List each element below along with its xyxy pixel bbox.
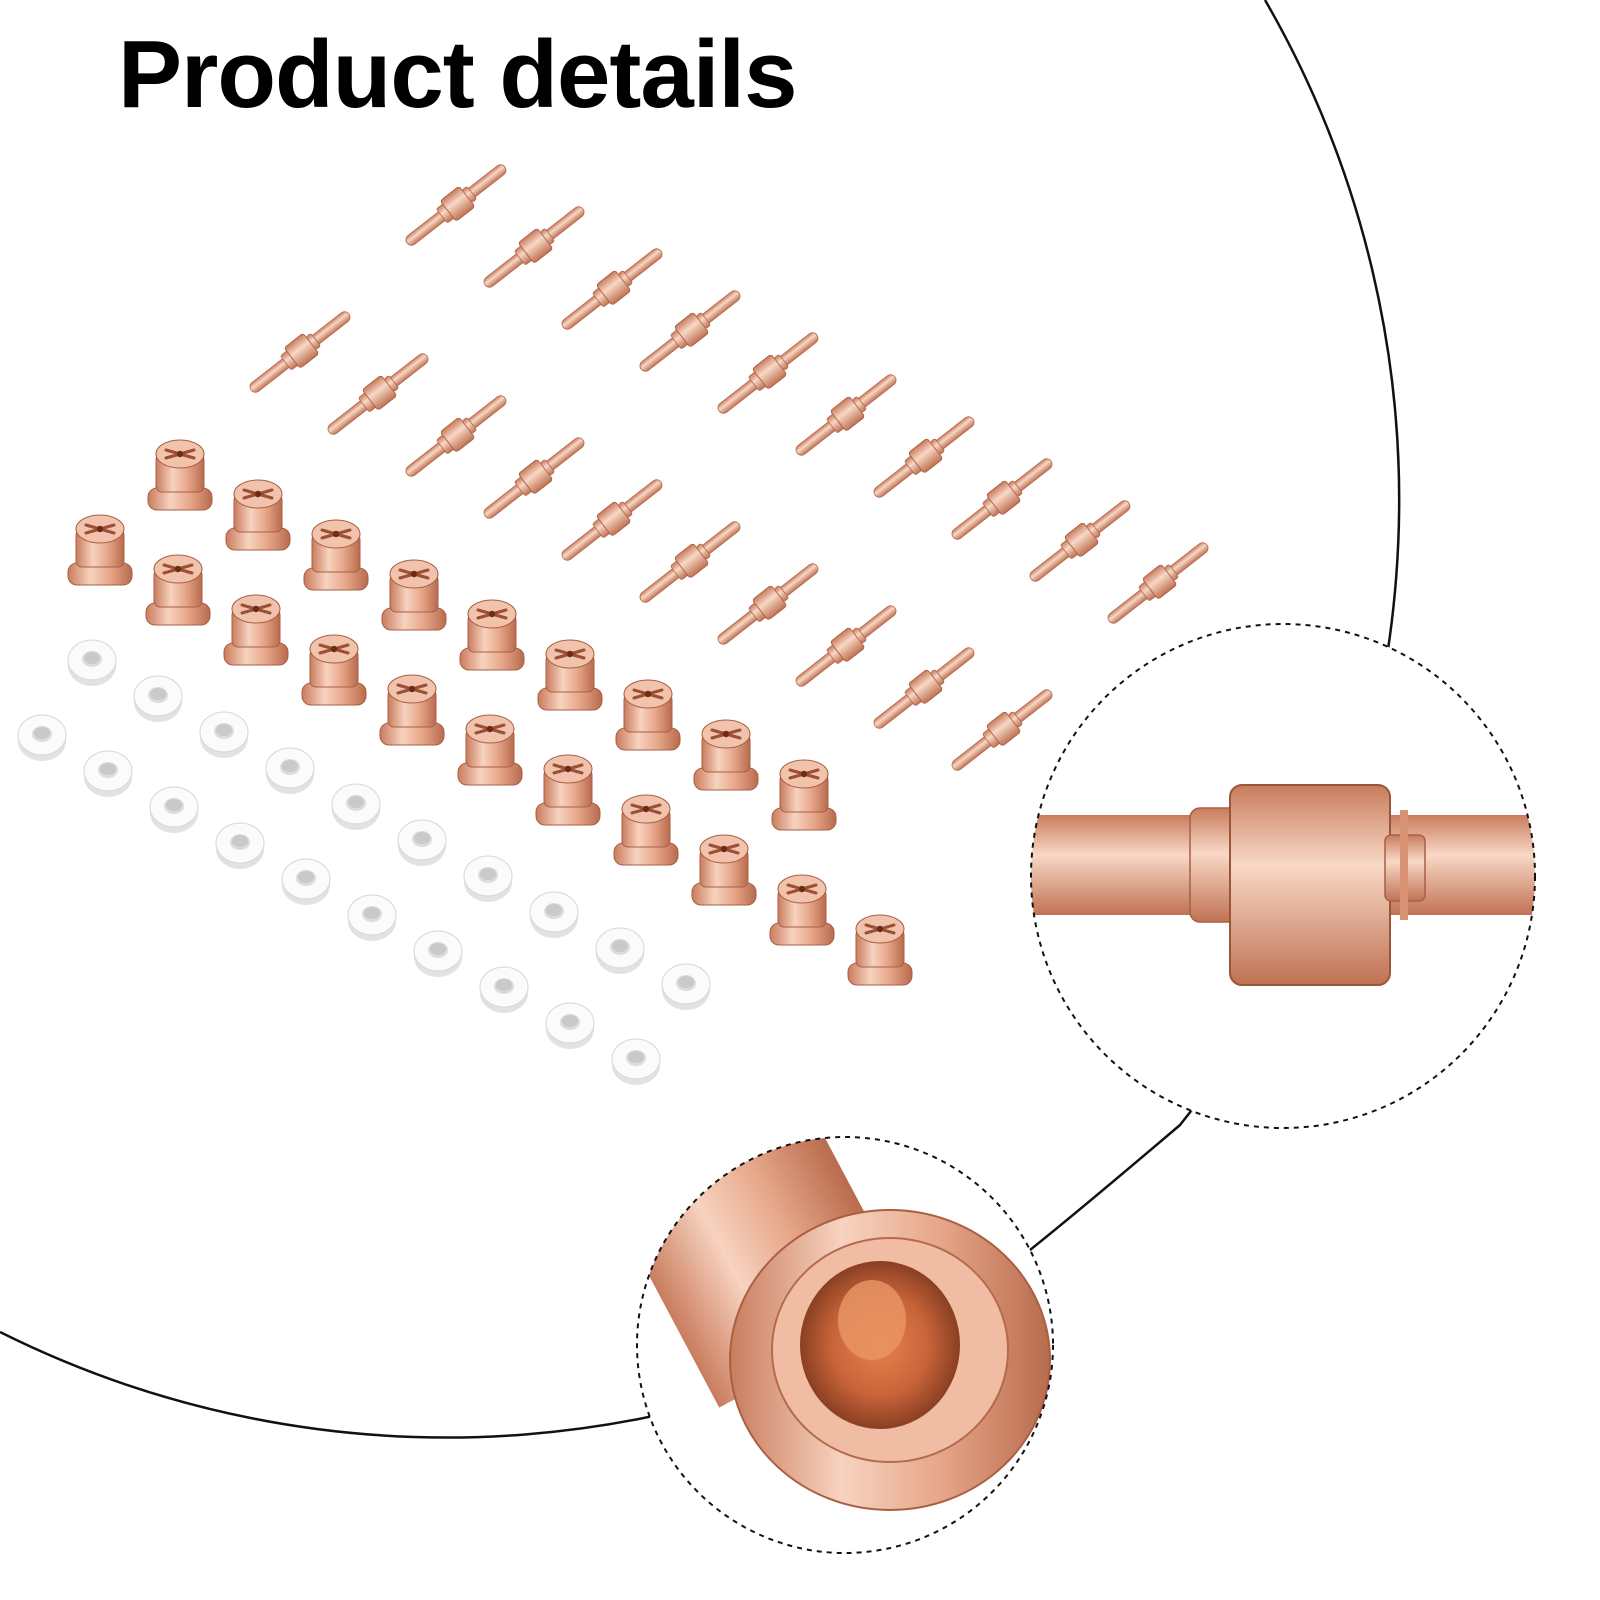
ceramic-ring bbox=[595, 927, 645, 975]
electrode bbox=[1100, 534, 1216, 632]
ceramic-ring bbox=[479, 966, 529, 1014]
ceramic-ring bbox=[67, 639, 117, 687]
zoom-callout-nozzle bbox=[636, 1136, 1054, 1554]
ceramic-ring bbox=[529, 891, 579, 939]
nozzle-tip bbox=[144, 553, 212, 627]
nozzle-tip bbox=[146, 438, 214, 512]
ceramic-ring bbox=[133, 675, 183, 723]
nozzle-tip bbox=[768, 873, 836, 947]
electrode bbox=[398, 156, 514, 254]
electrode bbox=[1022, 492, 1138, 590]
nozzle-tip bbox=[66, 513, 134, 587]
electrode bbox=[632, 513, 748, 611]
electrode bbox=[476, 429, 592, 527]
nozzle-tip bbox=[458, 598, 526, 672]
electrode bbox=[632, 282, 748, 380]
electrode bbox=[788, 366, 904, 464]
nozzle-tip bbox=[378, 673, 446, 747]
electrode bbox=[866, 408, 982, 506]
nozzle-tip bbox=[300, 633, 368, 707]
electrode bbox=[710, 324, 826, 422]
ceramic-ring bbox=[17, 714, 67, 762]
nozzle-tip bbox=[536, 638, 604, 712]
ceramic-ring bbox=[215, 822, 265, 870]
ceramic-ring bbox=[199, 711, 249, 759]
ceramic-ring bbox=[83, 750, 133, 798]
electrode bbox=[554, 240, 670, 338]
electrode bbox=[476, 198, 592, 296]
ceramic-ring bbox=[611, 1038, 661, 1086]
ceramic-ring bbox=[397, 819, 447, 867]
ceramic-ring bbox=[413, 930, 463, 978]
electrode bbox=[398, 387, 514, 485]
background-arc bbox=[0, 0, 1401, 1439]
nozzle-tip bbox=[614, 678, 682, 752]
nozzle-tip bbox=[692, 718, 760, 792]
nozzle-tip bbox=[224, 478, 292, 552]
nozzle-group bbox=[66, 438, 914, 987]
zoom-callout-electrode bbox=[1030, 623, 1536, 1129]
nozzle-tip bbox=[380, 558, 448, 632]
nozzle-tip bbox=[302, 518, 370, 592]
ceramic-ring bbox=[661, 963, 711, 1011]
ceramic-ring bbox=[545, 1002, 595, 1050]
nozzle-tip bbox=[612, 793, 680, 867]
ceramic-ring-group bbox=[17, 639, 711, 1086]
electrode bbox=[554, 471, 670, 569]
electrode bbox=[710, 555, 826, 653]
electrode bbox=[944, 681, 1060, 779]
nozzle-tip bbox=[222, 593, 290, 667]
ceramic-ring bbox=[281, 858, 331, 906]
ceramic-ring bbox=[347, 894, 397, 942]
nozzle-tip bbox=[846, 913, 914, 987]
electrode bbox=[788, 597, 904, 695]
nozzle-tip bbox=[770, 758, 838, 832]
ceramic-ring bbox=[331, 783, 381, 831]
page-title: Product details bbox=[118, 21, 797, 128]
electrode bbox=[320, 345, 436, 443]
electrode bbox=[242, 303, 358, 401]
nozzle-tip bbox=[690, 833, 758, 907]
electrode bbox=[866, 639, 982, 737]
ceramic-ring bbox=[149, 786, 199, 834]
electrode bbox=[944, 450, 1060, 548]
nozzle-tip bbox=[534, 753, 602, 827]
ceramic-ring bbox=[463, 855, 513, 903]
ceramic-ring bbox=[265, 747, 315, 795]
nozzle-tip bbox=[456, 713, 524, 787]
